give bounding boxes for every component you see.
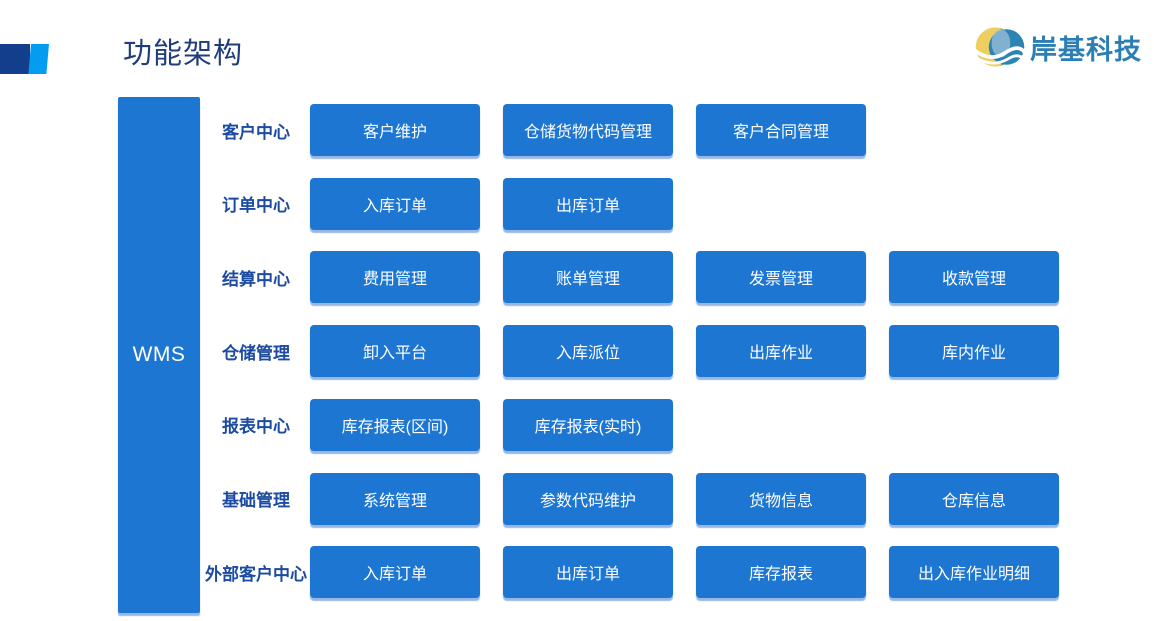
wms-root-node: WMS — [118, 97, 200, 613]
feature-box: 出库作业 — [696, 325, 866, 378]
logo-globe-icon — [972, 27, 1028, 67]
feature-box: 仓库信息 — [889, 472, 1059, 525]
feature-box: 出入库作业明细 — [889, 546, 1059, 599]
feature-row: 结算中心费用管理账单管理发票管理收款管理 — [118, 244, 1059, 318]
feature-box: 库内作业 — [889, 325, 1059, 378]
feature-row: 外部客户中心入库订单出库订单库存报表出入库作业明细 — [118, 539, 1059, 613]
architecture-diagram: WMS 客户中心客户维护仓储货物代码管理客户合同管理订单中心入库订单出库订单结算… — [118, 97, 1059, 613]
feature-box: 出库订单 — [503, 177, 673, 230]
feature-box: 账单管理 — [503, 251, 673, 304]
feature-box: 库存报表(区间) — [310, 398, 480, 451]
feature-box: 入库派位 — [503, 325, 673, 378]
feature-box: 客户合同管理 — [696, 104, 866, 156]
feature-row: 报表中心库存报表(区间) 库存报表(实时) — [118, 392, 1059, 466]
wms-label: WMS — [132, 343, 186, 366]
feature-row: 基础管理系统管理参数代码维护货物信息仓库信息 — [118, 466, 1059, 540]
category-label: 仓储管理 — [222, 343, 290, 363]
feature-box: 仓储货物代码管理 — [503, 104, 673, 156]
category-label: 基础管理 — [222, 491, 290, 511]
feature-box: 入库订单 — [310, 177, 480, 230]
deco-bar-light — [28, 44, 49, 74]
page-title: 功能架构 — [123, 38, 244, 70]
feature-row: 客户中心客户维护仓储货物代码管理客户合同管理 — [118, 97, 1059, 171]
feature-box: 系统管理 — [310, 472, 480, 525]
feature-box: 费用管理 — [310, 251, 480, 304]
feature-box: 卸入平台 — [310, 325, 480, 378]
feature-box: 库存报表(实时) — [503, 398, 673, 451]
feature-box: 收款管理 — [889, 251, 1059, 304]
category-label: 外部客户中心 — [205, 564, 307, 584]
deco-bar-dark — [0, 44, 30, 74]
feature-box: 参数代码维护 — [503, 472, 673, 525]
feature-box: 货物信息 — [696, 472, 866, 525]
logo-text: 岸基科技 — [1030, 34, 1142, 65]
feature-box: 出库订单 — [503, 546, 673, 599]
company-logo: 岸基科技 — [972, 19, 1142, 75]
feature-row: 订单中心入库订单出库订单 — [118, 171, 1059, 245]
category-label: 客户中心 — [222, 122, 290, 142]
feature-box: 发票管理 — [696, 251, 866, 304]
feature-box: 库存报表 — [696, 546, 866, 599]
feature-box: 入库订单 — [310, 546, 480, 599]
feature-row: 仓储管理卸入平台入库派位出库作业库内作业 — [118, 318, 1059, 392]
category-label: 报表中心 — [222, 417, 290, 437]
feature-box: 客户维护 — [310, 104, 480, 156]
category-label: 订单中心 — [222, 196, 290, 216]
feature-rows: 客户中心客户维护仓储货物代码管理客户合同管理订单中心入库订单出库订单结算中心费用… — [118, 97, 1059, 613]
category-label: 结算中心 — [222, 269, 290, 289]
